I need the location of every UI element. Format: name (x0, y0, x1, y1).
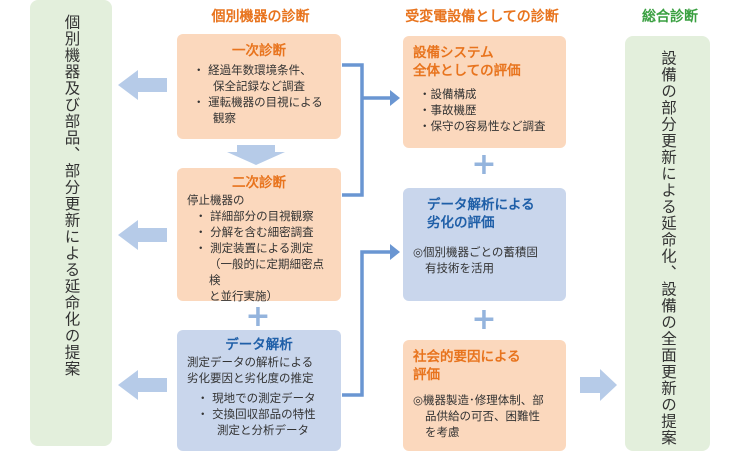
right-proposal-panel: 設備の部分更新による延命化、設備の全面更新の提案 (625, 36, 710, 451)
header-individual: 個別機器の診断 (211, 9, 310, 25)
plus-sign-2: + (471, 147, 497, 182)
system-evaluation-title-1: 設備システム (413, 45, 494, 61)
connector-upper-head (390, 90, 400, 106)
system-evaluation-title-2: 全体としての評価 (413, 63, 521, 79)
system-item-1: ・設備構成 (419, 87, 477, 101)
arrow-left-2 (118, 220, 167, 250)
data-analysis-title: データ解析 (225, 337, 293, 353)
degradation-title-2: 劣化の評価 (427, 215, 495, 231)
plus-sign-1: + (245, 299, 271, 334)
secondary-item-3b: （一般的に定期細密点検 (209, 257, 324, 287)
data-analysis-item-2: ・ 交換回収部品の特性 (197, 407, 316, 421)
secondary-item-2: ・ 分解を含む細密調査 (195, 225, 314, 239)
degradation-title-1: データ解析による (427, 197, 535, 213)
social-evaluation-box: 社会的要因による 評価 ◎機器製造･修理体制、部 品供給の可否、困難性 を考慮 (403, 340, 566, 451)
secondary-intro: 停止機器の (187, 193, 245, 207)
secondary-item-1: ・ 詳細部分の目視観察 (195, 209, 314, 223)
secondary-item-3c: と並行実施） (209, 289, 278, 303)
secondary-diagnosis-title: 二次診断 (232, 175, 286, 191)
plus-sign-3: + (471, 302, 497, 337)
arrow-right (580, 369, 617, 401)
data-analysis-item-2b: 測定と分析データ (217, 423, 309, 437)
secondary-item-3: ・ 測定装置による測定 (195, 241, 314, 255)
connector-lower-head (390, 244, 400, 260)
arrow-left-3 (118, 370, 167, 400)
primary-diagnosis-title: 一次診断 (232, 43, 286, 59)
primary-diagnosis-box: 一次診断 ・ 経過年数環境条件、 保全記録など調査 ・ 運転機器の目視による 観… (177, 34, 341, 139)
connector-upper (342, 63, 390, 197)
degradation-item-1b: 有技術を活用 (425, 261, 494, 275)
social-title-1: 社会的要因による (413, 349, 521, 365)
system-evaluation-box: 設備システム 全体としての評価 ・設備構成 ・事故機歴 ・保守の容易性など調査 (403, 36, 566, 148)
degradation-evaluation-box: データ解析による 劣化の評価 ◎個別機器ごとの蓄積固 有技術を活用 (403, 188, 566, 301)
connector-lower (342, 250, 390, 397)
primary-item-2: ・ 運転機器の目視による (193, 95, 323, 109)
system-item-3: ・保守の容易性など調査 (419, 119, 546, 133)
right-proposal-text: 設備の部分更新による延命化、設備の全面更新の提案 (659, 50, 677, 446)
social-item-1: ◎機器製造･修理体制、部 (413, 393, 544, 407)
left-proposal-text: 個別機器及び部品、部分更新による延命化の提案 (62, 14, 81, 377)
data-analysis-intro-1: 測定データの解析による (187, 355, 314, 369)
data-analysis-intro-2: 劣化要因と劣化度の推定 (187, 371, 314, 385)
primary-item-1b: 保全記録など調査 (213, 79, 305, 93)
header-overall: 総合診断 (642, 9, 698, 25)
degradation-item-1: ◎個別機器ごとの蓄積固 (413, 245, 538, 259)
social-item-1b: 品供給の可否、困難性 (425, 409, 540, 423)
arrow-left-1 (118, 70, 167, 100)
secondary-diagnosis-box: 二次診断 停止機器の ・ 詳細部分の目視観察 ・ 分解を含む細密調査 ・ 測定装… (177, 168, 341, 303)
header-substation: 受変電設備としての診断 (405, 9, 559, 25)
social-item-1c: を考慮 (425, 425, 460, 439)
data-analysis-item-1: ・ 現地での測定データ (197, 391, 316, 405)
left-proposal-panel: 個別機器及び部品、部分更新による延命化の提案 (30, 0, 112, 446)
primary-item-2b: 観察 (213, 111, 236, 125)
arrow-down (227, 145, 285, 165)
social-title-2: 評価 (413, 367, 440, 383)
primary-item-1: ・ 経過年数環境条件、 (193, 63, 312, 77)
system-item-2: ・事故機歴 (419, 103, 477, 117)
data-analysis-box: データ解析 測定データの解析による 劣化要因と劣化度の推定 ・ 現地での測定デー… (177, 330, 341, 451)
